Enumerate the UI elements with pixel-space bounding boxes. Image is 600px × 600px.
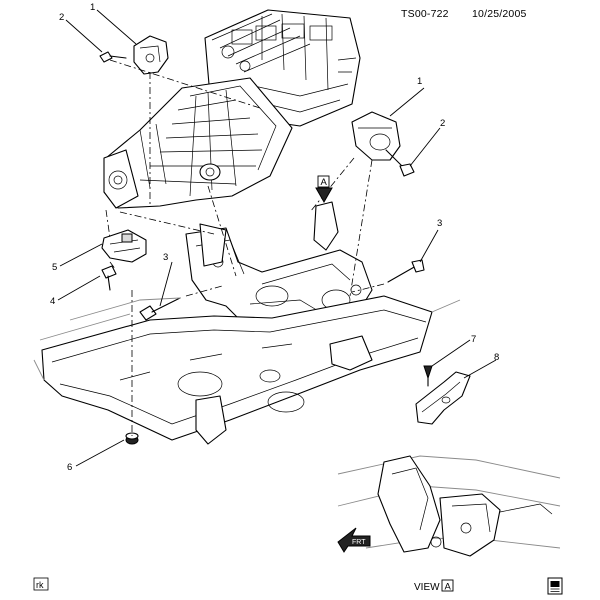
assembly-centerlines [105,59,385,436]
diagram-id: TS00-722 [401,8,449,20]
transmission [103,77,293,209]
frame-bushing [125,432,139,445]
front-direction-arrow-icon [337,527,371,553]
engine-mount-left [133,35,169,75]
corner-tag: rk [33,577,49,591]
leader-lines [57,9,497,467]
callout-2-bolt-right: 2 [440,118,445,129]
frame-rail [33,295,461,445]
callout-8-bracket: 8 [494,352,499,363]
transmission-mount [101,229,147,263]
crossmember-bolt-right [387,259,425,283]
mount-bracket [415,371,471,425]
mount-bolt-left [99,51,127,63]
view-a-detail [337,455,561,557]
callout-1-mount-left: 1 [90,2,95,13]
view-a-label: VIEW A [414,579,454,593]
engine-mount-right [351,111,401,161]
front-arrow-label: FRT [352,539,366,546]
callout-4-stud: 4 [50,296,55,307]
front-arrow: FRT [337,527,371,553]
manual-symbol-icon [547,577,563,595]
mount-bolt-right [385,149,415,177]
diagram-date: 10/25/2005 [472,8,527,20]
callout-1-mount-right: 1 [417,76,422,87]
callout-2-bolt-left: 2 [59,12,64,23]
corner-tag-text: rk [36,580,44,590]
crossmember-bolt-left [139,297,181,321]
callout-7-clip: 7 [471,334,476,345]
view-label-text: VIEW [414,582,440,593]
callout-5-trans-mount: 5 [52,262,57,273]
mount-stud [101,265,117,291]
view-a-marker: A [315,175,333,204]
callout-6-bushing: 6 [67,462,72,473]
view-a-marker-letter: A [321,177,328,188]
view-direction-arrow-icon [315,187,333,204]
callout-3-bolt-left: 3 [163,252,168,263]
retaining-clip [423,365,433,387]
callout-3-bolt-right: 3 [437,218,442,229]
view-label-letter: A [445,582,452,593]
